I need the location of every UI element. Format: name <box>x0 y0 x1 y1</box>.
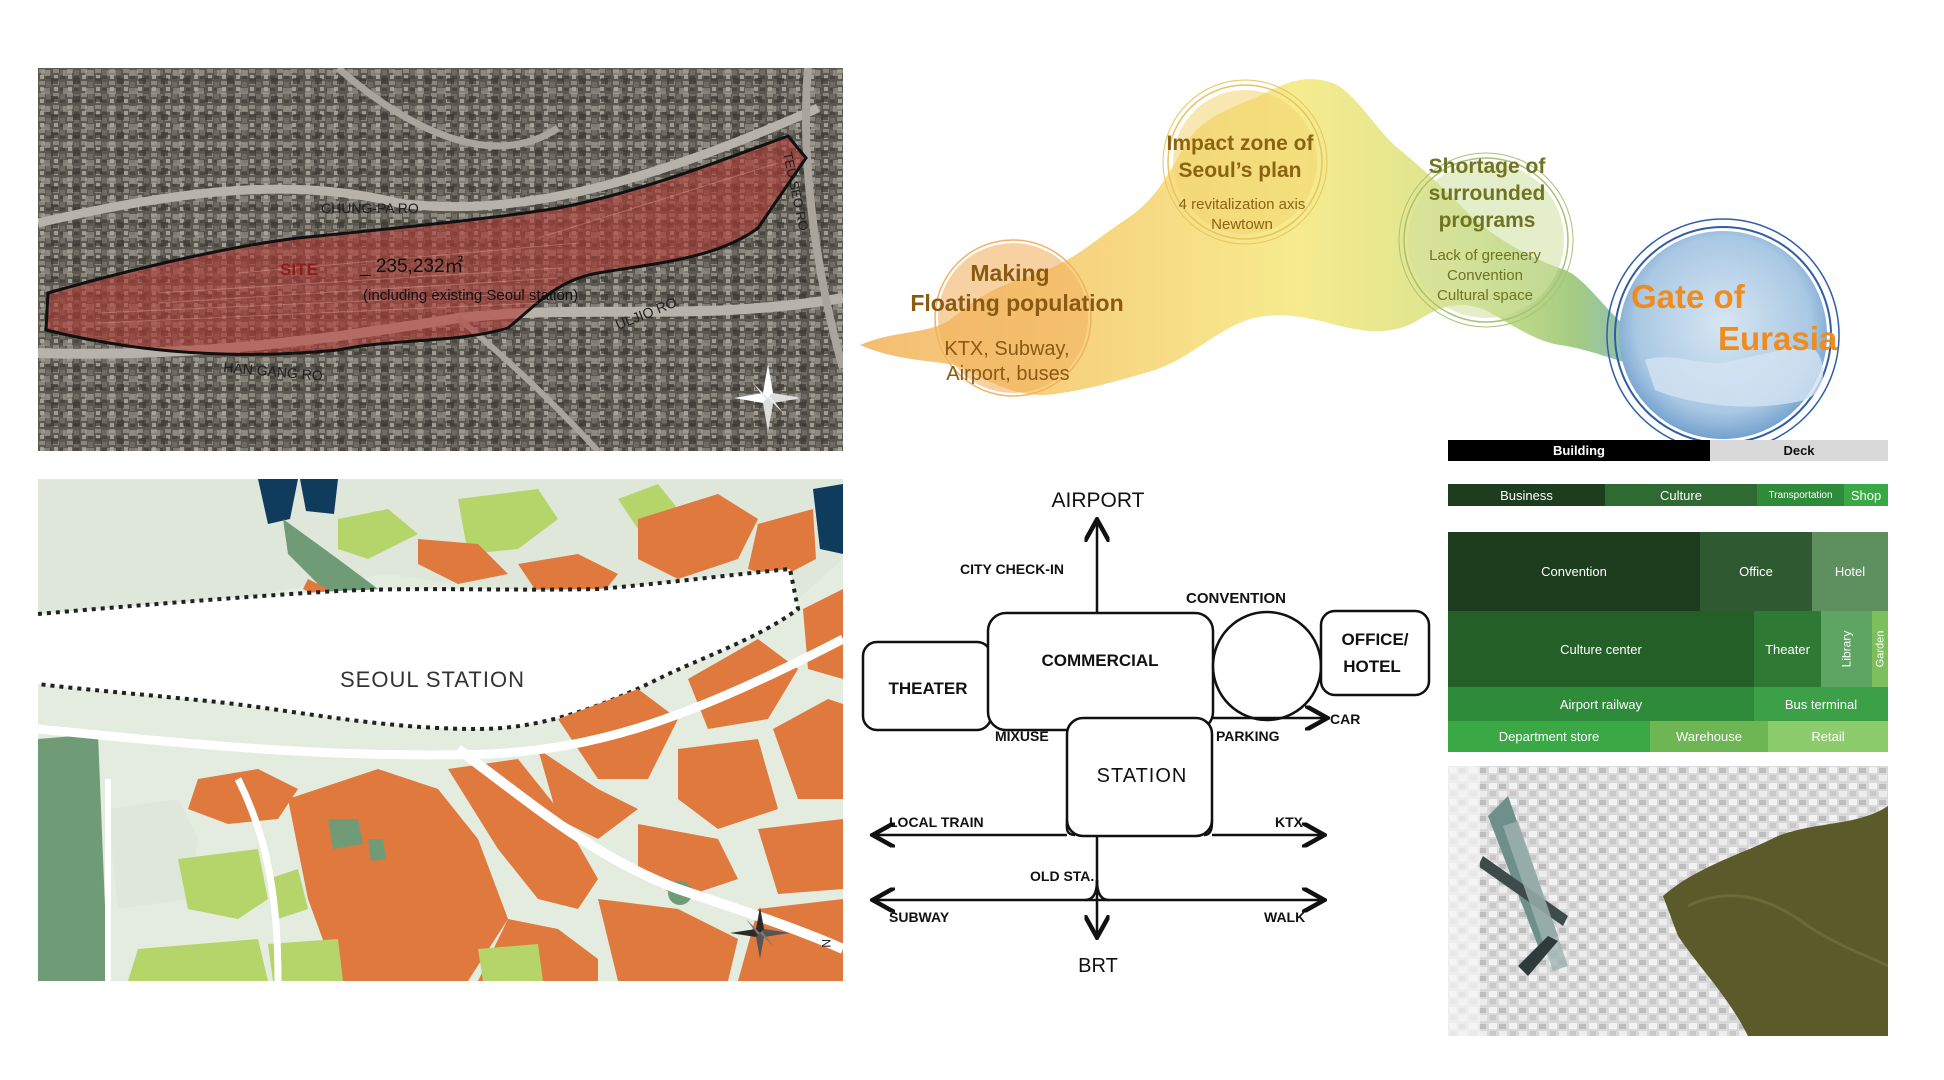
stage-3-title-2: surrounded <box>1429 182 1546 205</box>
land-use-map: N SEOUL STATION <box>38 479 843 981</box>
site-boundary <box>44 134 808 356</box>
block-library: Library <box>1821 611 1872 687</box>
compass-rose-icon <box>730 907 790 959</box>
category-culture: Culture <box>1605 484 1757 506</box>
label-ktx: KTX <box>1275 814 1304 830</box>
block-warehouse: Warehouse <box>1650 721 1768 752</box>
street-label-chungpa: CHUNG-PA RO <box>321 200 419 216</box>
station-boundary <box>38 566 801 732</box>
program-composition: Building Deck Business Culture Transport… <box>1448 440 1888 755</box>
stage-2-sub-2: Newtown <box>1211 216 1273 233</box>
label-brt: BRT <box>1078 955 1118 977</box>
block-theater: Theater <box>1754 611 1821 687</box>
label-car: CAR <box>1330 711 1360 727</box>
block-convention: Convention <box>1448 532 1700 611</box>
seoul-station-label: SEOUL STATION <box>340 667 525 692</box>
stage-1-sub-1: KTX, Subway, <box>944 338 1069 360</box>
stage-3-sub-1: Lack of greenery <box>1429 247 1541 264</box>
block-culture-center: Culture center <box>1448 611 1754 687</box>
block-retail: Retail <box>1768 721 1888 752</box>
gate-title-1: Gate of <box>1631 278 1746 315</box>
label-office-1: OFFICE/ <box>1341 630 1408 649</box>
stage-3-title-3: programs <box>1439 209 1536 232</box>
convention-circle <box>1211 610 1323 722</box>
label-office-2: HOTEL <box>1343 657 1401 676</box>
label-commercial: COMMERCIAL <box>1041 651 1158 670</box>
category-transportation: Transportation <box>1757 484 1844 506</box>
office-hotel-box <box>1319 609 1431 697</box>
label-mixuse: MIXUSE <box>995 728 1049 744</box>
label-station: STATION <box>1097 765 1188 787</box>
compass-rose-icon <box>734 364 802 432</box>
label-walk: WALK <box>1264 909 1305 925</box>
compass-north-label: N <box>819 939 833 948</box>
block-department-store: Department store <box>1448 721 1650 752</box>
station-building-model <box>1478 796 1568 976</box>
aerial-site-map: CHUNG-PA RO HAN GANG RO ULJIO RO TEU SEO… <box>38 68 843 451</box>
commercial-box <box>986 611 1215 732</box>
block-office: Office <box>1700 532 1812 611</box>
category-shop: Shop <box>1844 484 1888 506</box>
label-convention: CONVENTION <box>1186 590 1286 607</box>
site-label: SITE <box>280 260 318 279</box>
gate-title-2: Eurasia <box>1718 320 1838 357</box>
site-area-note: (including existing Seoul station) <box>363 287 578 304</box>
site-area: _ 235,232㎡ <box>359 254 464 277</box>
station-box <box>1065 716 1214 838</box>
stage-2: Impact zone of Seoul’s plan 4 revitaliza… <box>1166 132 1314 233</box>
stage-3: Shortage of surrounded programs Lack of … <box>1429 155 1547 304</box>
stage-3-sub-3: Cultural space <box>1437 287 1533 304</box>
label-local-train: LOCAL TRAIN <box>889 814 984 830</box>
context-flow-graphic: Making Floating population KTX, Subway, … <box>855 60 1890 452</box>
label-airport: AIRPORT <box>1052 489 1145 512</box>
stage-1: Making Floating population KTX, Subway, … <box>910 260 1123 385</box>
stage-1-title-1: Making <box>970 260 1049 286</box>
header-building: Building <box>1448 440 1710 461</box>
stage-2-sub-1: 4 revitalization axis <box>1179 196 1306 213</box>
stage-3-sub-2: Convention <box>1447 267 1523 284</box>
stage-1-sub-2: Airport, buses <box>946 363 1069 385</box>
label-old-sta: OLD STA. <box>1030 868 1094 884</box>
stage-2-title-1: Impact zone of <box>1166 132 1314 155</box>
site-model-render <box>1448 766 1888 1036</box>
block-library-label: Library <box>1839 630 1854 668</box>
label-city-checkin: CITY CHECK-IN <box>960 561 1064 577</box>
label-subway: SUBWAY <box>889 909 950 925</box>
block-bus-terminal: Bus terminal <box>1754 687 1888 721</box>
program-connection-diagram: AIRPORT CITY CHECK-IN CONVENTION THEATER… <box>855 470 1435 990</box>
label-theater: THEATER <box>888 679 967 698</box>
category-business: Business <box>1448 484 1605 506</box>
block-airport-railway: Airport railway <box>1448 687 1754 721</box>
stage-1-title-2: Floating population <box>910 290 1123 316</box>
label-parking: PARKING <box>1216 728 1280 744</box>
stage-2-title-2: Seoul’s plan <box>1179 159 1302 182</box>
block-garden: Garden <box>1872 611 1888 687</box>
header-deck: Deck <box>1710 440 1888 461</box>
stage-3-title-1: Shortage of <box>1429 155 1547 178</box>
block-hotel: Hotel <box>1812 532 1888 611</box>
block-garden-label: Garden <box>1874 630 1887 668</box>
